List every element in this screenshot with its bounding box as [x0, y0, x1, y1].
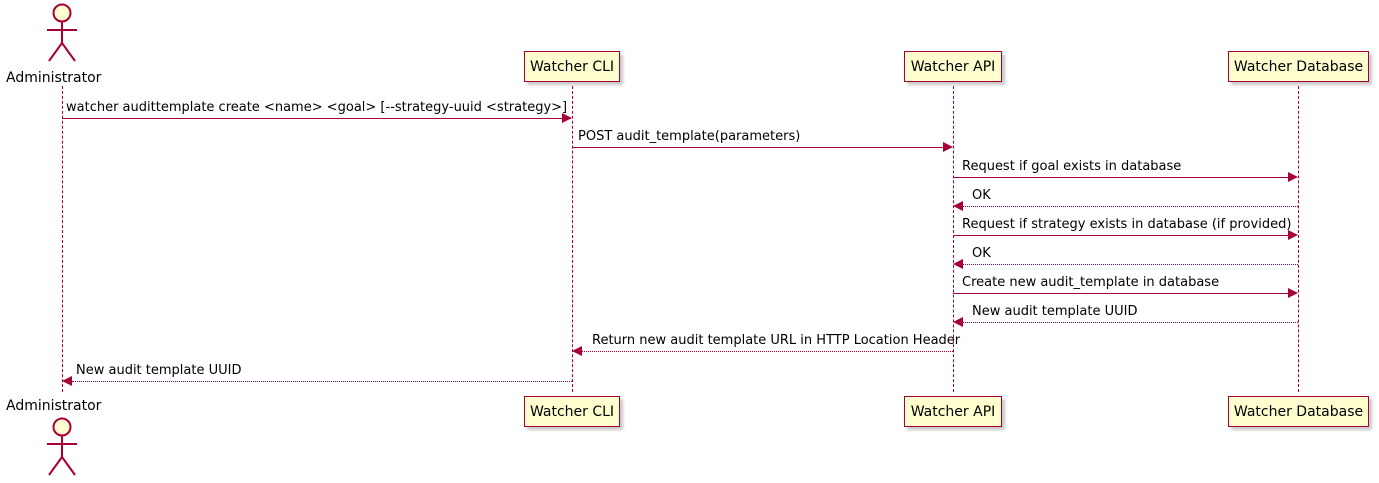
message-line-3 [953, 177, 1288, 178]
lifeline-watcher-cli [571, 86, 573, 392]
message-arrowhead-1 [562, 113, 572, 123]
message-line-9 [582, 351, 953, 352]
participant-label-watcher-cli-bottom: Watcher CLI [529, 403, 615, 420]
message-label-6: OK [972, 246, 991, 261]
message-arrowhead-9 [572, 346, 582, 356]
message-line-10 [72, 381, 572, 382]
actor-figure-icon [47, 417, 77, 476]
participant-box-watcher-cli-bottom: Watcher CLI [524, 396, 620, 427]
message-label-1: watcher audittemplate create <name> <goa… [66, 100, 568, 115]
message-arrowhead-4 [953, 201, 963, 211]
message-line-4 [963, 206, 1298, 207]
lifeline-administrator [61, 86, 63, 392]
participant-box-watcher-cli-top: Watcher CLI [524, 51, 620, 82]
lifeline-watcher-api [952, 86, 954, 392]
participant-label-watcher-api-bottom: Watcher API [910, 403, 996, 420]
message-arrowhead-2 [943, 142, 953, 152]
message-line-2 [572, 147, 943, 148]
message-label-9: Return new audit template URL in HTTP Lo… [592, 333, 961, 348]
message-label-8: New audit template UUID [972, 304, 1138, 319]
actor-label-administrator-top: Administrator [6, 70, 102, 86]
participant-label-watcher-database-bottom: Watcher Database [1233, 403, 1364, 420]
participant-box-watcher-api-bottom: Watcher API [904, 396, 1002, 427]
actor-administrator-bottom [40, 417, 84, 479]
message-line-1 [62, 118, 562, 119]
participant-box-watcher-database-bottom: Watcher Database [1228, 396, 1369, 427]
message-label-5: Request if strategy exists in database (… [962, 217, 1292, 232]
lifeline-watcher-database [1297, 86, 1299, 392]
participant-label-watcher-database-top: Watcher Database [1233, 58, 1364, 75]
message-line-6 [963, 264, 1298, 265]
message-label-4: OK [972, 188, 991, 203]
message-line-8 [963, 322, 1298, 323]
message-line-7 [953, 293, 1288, 294]
message-label-2: POST audit_template(parameters) [578, 129, 801, 144]
message-arrowhead-10 [62, 376, 72, 386]
actor-label-administrator-bottom: Administrator [6, 398, 102, 414]
actor-administrator-top [40, 3, 84, 65]
message-label-3: Request if goal exists in database [962, 159, 1182, 174]
participant-box-watcher-api-top: Watcher API [904, 51, 1002, 82]
message-line-5 [953, 235, 1288, 236]
participant-label-watcher-api-top: Watcher API [910, 58, 996, 75]
participant-label-watcher-cli-top: Watcher CLI [529, 58, 615, 75]
participant-box-watcher-database-top: Watcher Database [1228, 51, 1369, 82]
message-label-10: New audit template UUID [76, 363, 242, 378]
message-arrowhead-6 [953, 259, 963, 269]
actor-figure-icon [47, 3, 77, 62]
message-label-7: Create new audit_template in database [962, 275, 1220, 290]
message-arrowhead-5 [1288, 230, 1298, 240]
message-arrowhead-8 [953, 317, 963, 327]
message-arrowhead-7 [1288, 288, 1298, 298]
message-arrowhead-3 [1288, 172, 1298, 182]
